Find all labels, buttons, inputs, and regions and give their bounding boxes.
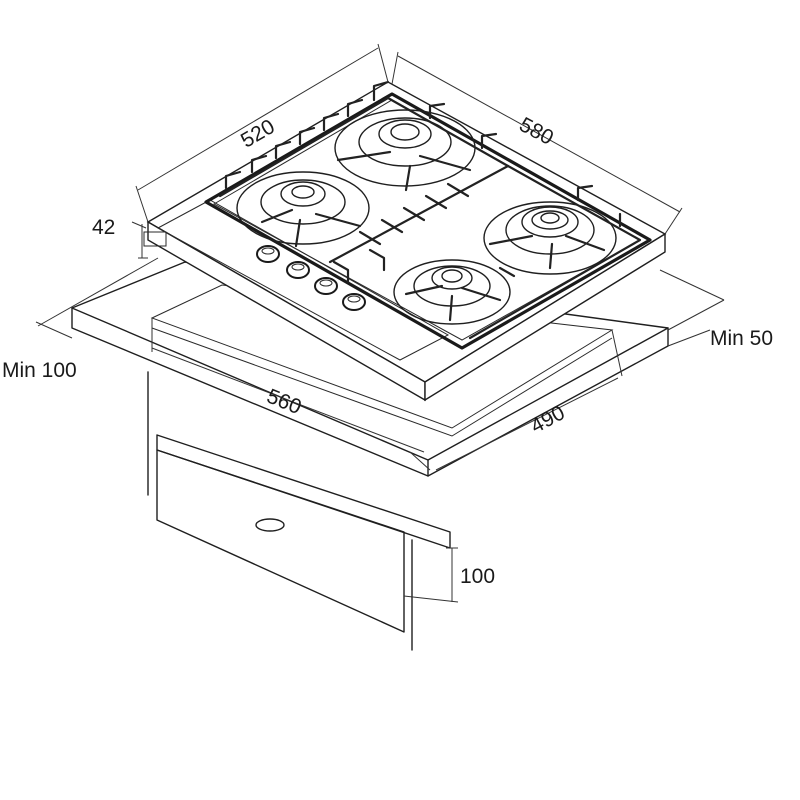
- label-min-front-clearance: Min 100: [2, 359, 77, 382]
- control-panel: [156, 199, 450, 361]
- burner-rear-right: [483, 201, 617, 275]
- label-drawer-clearance: 100: [460, 565, 495, 588]
- label-hob-width: 580: [515, 113, 557, 150]
- label-cutout-depth: 490: [527, 401, 569, 438]
- pan-supports: [218, 80, 642, 340]
- control-knobs: [256, 245, 366, 311]
- burner-front-left: [236, 171, 370, 245]
- hob: [146, 80, 667, 402]
- dimension-lines: [35, 43, 725, 603]
- label-hob-height: 42: [92, 216, 115, 239]
- label-min-rear-clearance: Min 50: [710, 327, 773, 350]
- grate-frame: [204, 92, 652, 350]
- cabinet: [147, 371, 451, 651]
- drawer-handle: [255, 518, 285, 532]
- label-hob-depth: 520: [237, 115, 279, 152]
- label-cutout-width: 560: [263, 385, 304, 419]
